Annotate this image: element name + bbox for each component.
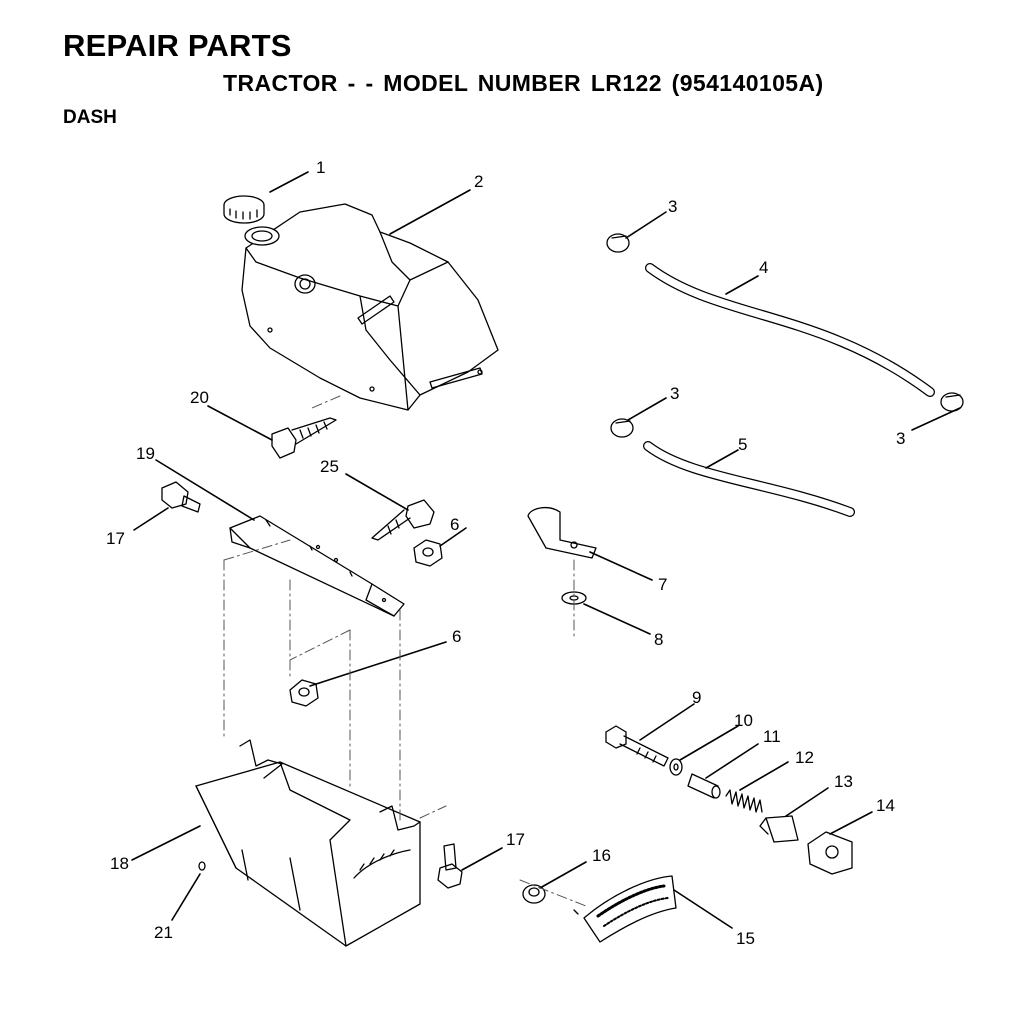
- callout-11: 11: [763, 727, 781, 746]
- callout-25: 25: [320, 457, 339, 476]
- clip-part: [527, 506, 597, 559]
- callout-3c: 3: [896, 429, 905, 448]
- dash-bracket-part: [229, 515, 405, 617]
- dash-panel-part: [195, 739, 421, 947]
- callout-6a: 6: [450, 515, 459, 534]
- callout-15: 15: [736, 929, 755, 948]
- spacer-part: [687, 773, 721, 799]
- callout-18: 18: [110, 854, 129, 873]
- screw-25-part: [371, 499, 435, 541]
- callout-10: 10: [734, 711, 753, 730]
- washer-10-part: [669, 758, 683, 776]
- model-subtitle: TRACTOR - - MODEL NUMBER LR122 (95414010…: [223, 70, 824, 96]
- callout-2: 2: [474, 172, 483, 191]
- section-label: DASH: [63, 107, 117, 128]
- latch-part: [759, 815, 799, 843]
- callout-6b: 6: [452, 627, 461, 646]
- callout-8: 8: [654, 630, 663, 649]
- callout-3b: 3: [670, 384, 679, 403]
- callout-21: 21: [154, 923, 173, 942]
- fuel-tank-part: [241, 203, 499, 411]
- decal-plate-part: [573, 875, 677, 943]
- callout-3a: 3: [668, 197, 677, 216]
- callout-16: 16: [592, 846, 611, 865]
- callout-19: 19: [136, 444, 155, 463]
- page-title: REPAIR PARTS: [63, 28, 292, 63]
- callout-9: 9: [692, 688, 701, 707]
- bolt-upper-part: [161, 481, 201, 513]
- callout-20: 20: [190, 388, 209, 407]
- bolt-9-part: [605, 725, 669, 767]
- small-screw-part: [198, 861, 206, 871]
- callout-4: 4: [759, 258, 768, 277]
- callout-1: 1: [316, 158, 325, 177]
- knob-part: [522, 884, 546, 904]
- bolt-lower-part: [437, 843, 463, 889]
- fuel-cap-part: [223, 195, 265, 224]
- callout-14: 14: [876, 796, 895, 815]
- callout-12: 12: [795, 748, 814, 767]
- hose-clamp-part: [606, 233, 964, 438]
- callout-17a: 17: [106, 529, 125, 548]
- spring-part: [725, 789, 763, 813]
- callout-13: 13: [834, 772, 853, 791]
- screw-part: [271, 417, 337, 459]
- callout-17b: 17: [506, 830, 525, 849]
- callout-5: 5: [738, 435, 747, 454]
- callout-7: 7: [658, 575, 667, 594]
- fuel-line-upper-part: [645, 263, 935, 397]
- latch-block-part: [807, 831, 853, 875]
